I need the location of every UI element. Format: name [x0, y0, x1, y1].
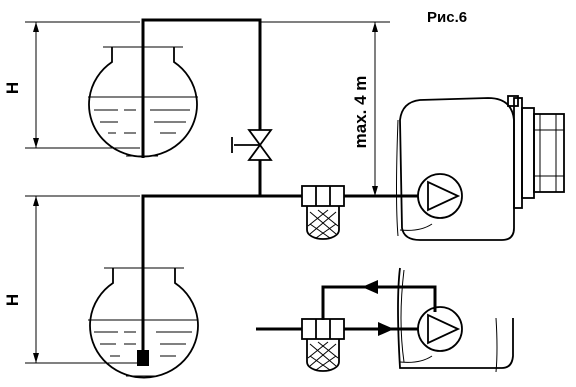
dimension-lines — [25, 21, 390, 364]
pump-icon — [417, 173, 463, 219]
return-system — [256, 280, 437, 336]
suction-pipe — [141, 194, 418, 357]
max-height-label: max. 4 m — [351, 76, 370, 149]
upper-pipe — [141, 18, 262, 196]
valve-icon — [231, 129, 273, 161]
burner-housing-lower — [397, 267, 514, 373]
burner-housing — [396, 95, 565, 241]
pump-icon — [417, 306, 463, 352]
height-label-top: H — [3, 82, 22, 94]
flow-arrow-icon — [378, 322, 394, 336]
filter-icon — [301, 318, 345, 372]
flow-arrow-icon — [362, 280, 378, 294]
height-label-bottom: H — [3, 294, 22, 306]
foot-valve — [137, 350, 149, 366]
filter-icon — [301, 185, 345, 240]
figure-caption: Рис.6 — [427, 9, 467, 26]
